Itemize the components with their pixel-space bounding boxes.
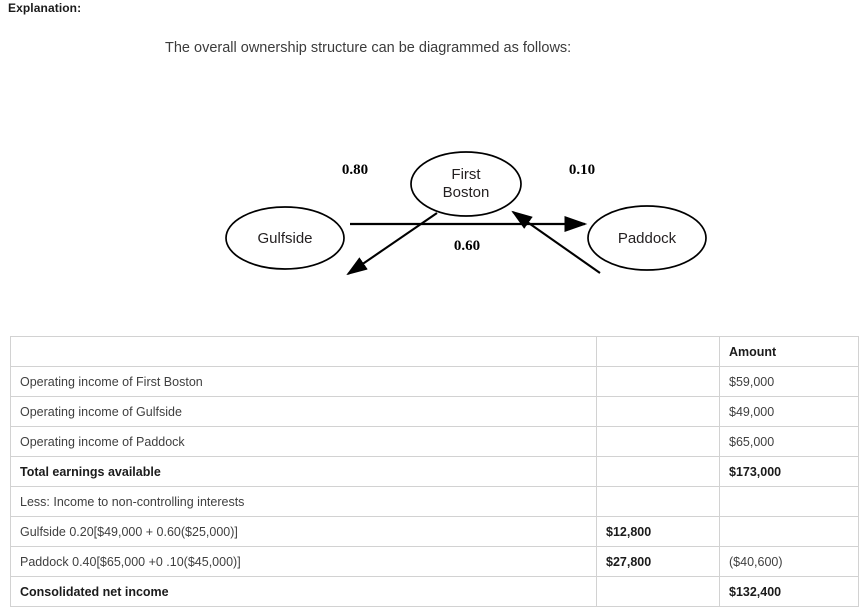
cell-amount: $132,400 bbox=[719, 576, 859, 607]
cell-description: Gulfside 0.20[$49,000 + 0.60($25,000)] bbox=[10, 516, 597, 547]
edge-label-060: 0.60 bbox=[454, 238, 480, 254]
edge-paddock-to-first-boston bbox=[511, 210, 601, 274]
edge-label-080: 0.80 bbox=[342, 162, 368, 178]
node-label-first-boston-line1: First bbox=[451, 166, 481, 183]
edge-label-010: 0.10 bbox=[569, 162, 595, 178]
table-row: Operating income of Gulfside $49,000 bbox=[10, 396, 859, 427]
node-label-first-boston-line2: Boston bbox=[443, 184, 490, 201]
table-row: Paddock 0.40[$65,000 +0 .10($45,000)] $2… bbox=[10, 546, 859, 577]
table-row-header: Amount bbox=[10, 336, 859, 367]
cell-subamount bbox=[596, 366, 720, 397]
ownership-structure-diagram: First Boston Gulfside Paddock 0.80 0.10 … bbox=[0, 70, 867, 295]
cell-description: Operating income of Paddock bbox=[10, 426, 597, 457]
cell-amount: $59,000 bbox=[719, 366, 859, 397]
table-row: Gulfside 0.20[$49,000 + 0.60($25,000)] $… bbox=[10, 516, 859, 547]
cell-amount bbox=[719, 516, 859, 547]
node-label-gulfside: Gulfside bbox=[257, 230, 312, 247]
diagram-node-first-boston: First Boston bbox=[410, 151, 522, 217]
table-row: Less: Income to non-controlling interest… bbox=[10, 486, 859, 517]
table-row: Operating income of Paddock $65,000 bbox=[10, 426, 859, 457]
cell-subamount: $27,800 bbox=[596, 546, 720, 577]
cell-subamount bbox=[596, 456, 720, 487]
cell-amount: $65,000 bbox=[719, 426, 859, 457]
cell-amount: $49,000 bbox=[719, 396, 859, 427]
table-row-consolidated-net-income: Consolidated net income $132,400 bbox=[10, 576, 859, 607]
cell-description: Total earnings available bbox=[10, 456, 597, 487]
cell-description bbox=[10, 336, 597, 367]
diagram-node-paddock: Paddock bbox=[587, 205, 707, 271]
cell-subamount: $12,800 bbox=[596, 516, 720, 547]
cell-description: Less: Income to non-controlling interest… bbox=[10, 486, 597, 517]
table-row-total-earnings: Total earnings available $173,000 bbox=[10, 456, 859, 487]
cell-description: Operating income of Gulfside bbox=[10, 396, 597, 427]
cell-amount bbox=[719, 486, 859, 517]
cell-subamount bbox=[596, 426, 720, 457]
cell-description: Operating income of First Boston bbox=[10, 366, 597, 397]
cell-subamount bbox=[596, 576, 720, 607]
column-header-amount: Amount bbox=[719, 336, 859, 367]
edge-first-boston-to-gulfside bbox=[346, 212, 438, 276]
cell-description: Consolidated net income bbox=[10, 576, 597, 607]
table-row: Operating income of First Boston $59,000 bbox=[10, 366, 859, 397]
cell-subamount bbox=[596, 396, 720, 427]
explanation-label: Explanation: bbox=[8, 1, 82, 15]
cell-amount: $173,000 bbox=[719, 456, 859, 487]
diagram-node-gulfside: Gulfside bbox=[225, 206, 345, 270]
cell-subamount bbox=[596, 486, 720, 517]
node-label-paddock: Paddock bbox=[618, 230, 677, 247]
cell-amount: ($40,600) bbox=[719, 546, 859, 577]
cell-description: Paddock 0.40[$65,000 +0 .10($45,000)] bbox=[10, 546, 597, 577]
consolidated-income-table: Amount Operating income of First Boston … bbox=[10, 336, 859, 607]
diagram-intro-text: The overall ownership structure can be d… bbox=[165, 40, 572, 56]
cell-subamount bbox=[596, 336, 720, 367]
